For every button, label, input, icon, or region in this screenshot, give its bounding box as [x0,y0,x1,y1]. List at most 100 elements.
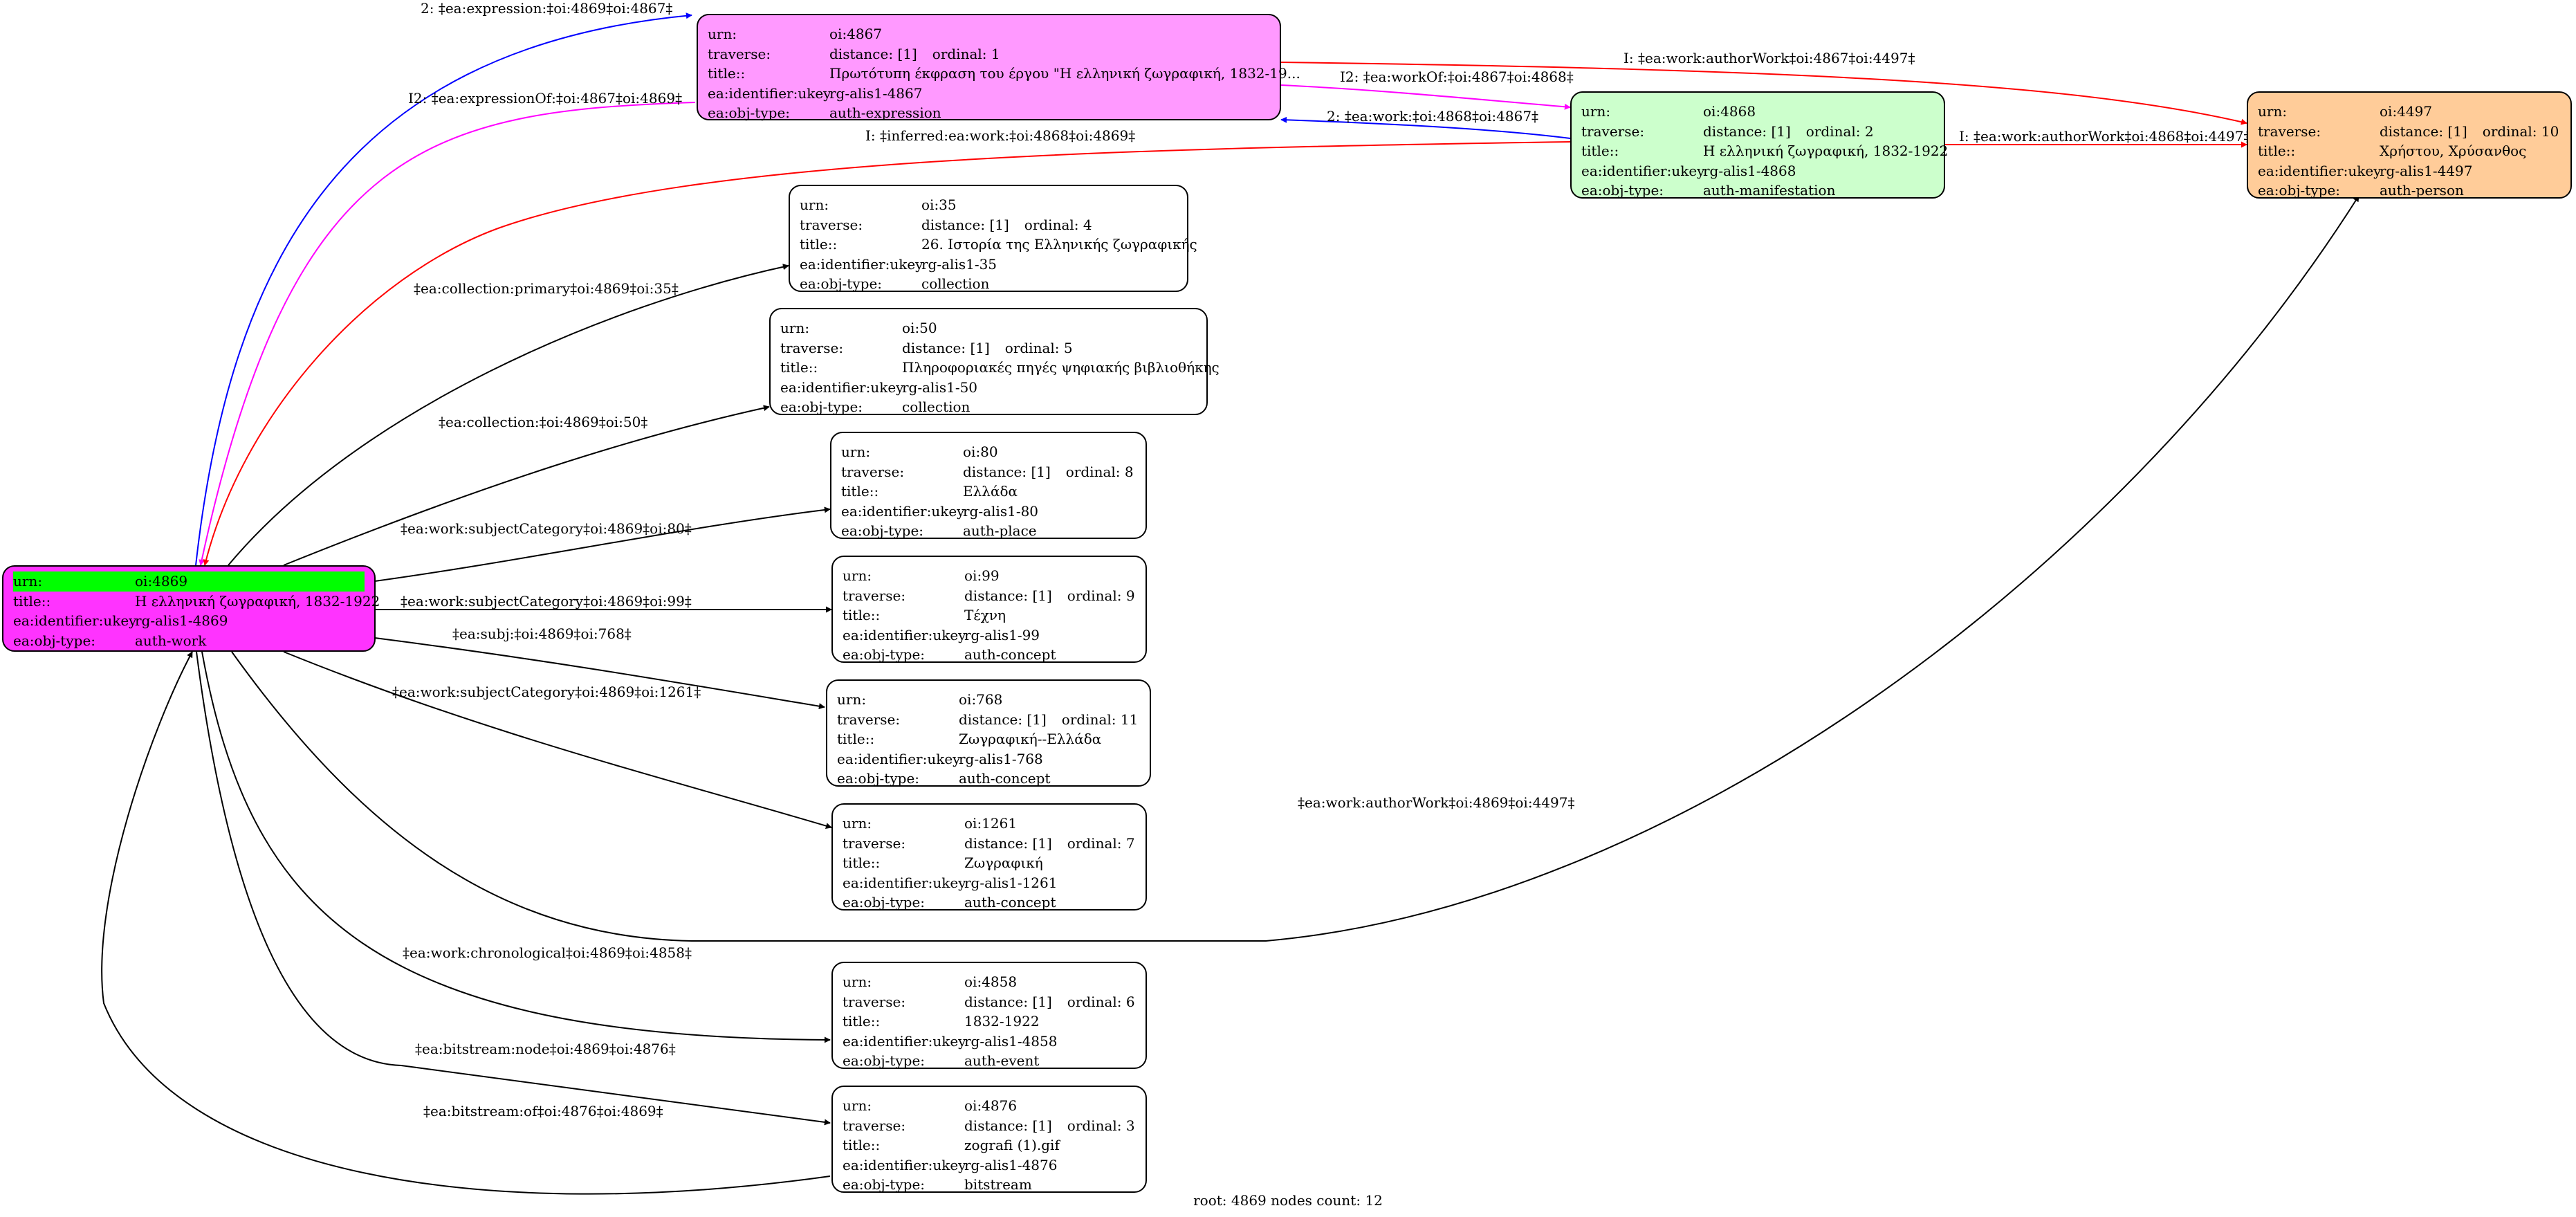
node-title-row: title::26. Ιστορία της Ελληνικής ζωγραφι… [800,236,1197,253]
edge-label: I: ‡ea:work:authorWork‡oi:4867‡oi:4497‡ [1623,50,1915,66]
node-title-row: title::Πληροφοριακές πηγές ψηφιακής βιβλ… [780,359,1220,376]
edge-subjectcategory-4869-99: ‡ea:work:subjectCategory‡oi:4869‡oi:99‡ [375,593,832,613]
node-title-row: title::Χρήστου, Χρύσανθος [2258,143,2527,160]
node-oi-4869[interactable]: urn:oi:4869 title::Η ελληνική ζωγραφική,… [2,565,380,652]
node-type-row: ea:obj-type:auth-place [841,522,1037,540]
edge-bitstream-node-4869-4876: ‡ea:bitstream:node‡oi:4869‡oi:4876‡ [196,651,831,1126]
node-oi-50[interactable]: urn:oi:50 traverse:distance: [1]ordinal:… [769,308,1220,416]
node-urn-row: urn:oi:4868 [1581,103,1756,120]
node-type-row: ea:obj-type:collection [780,399,970,416]
node-oi-4876[interactable]: urn:oi:4876 traverse:distance: [1]ordina… [831,1086,1147,1193]
graph-footer: root: 4869 nodes count: 12 [1193,1192,1383,1209]
node-title-row: title::Ζωγραφική [843,854,1043,872]
edge-authorwork-4868-4497: I: ‡ea:work:authorWork‡oi:4868‡oi:4497‡ [1945,128,2250,148]
edge-label: ‡ea:collection:primary‡oi:4869‡oi:35‡ [414,280,679,297]
edge-label: ‡ea:work:subjectCategory‡oi:4869‡oi:99‡ [401,593,692,610]
node-traverse-row: traverse:distance: [1]ordinal: 4 [800,216,1092,233]
node-urn-row: urn:oi:4867 [708,26,883,42]
node-urn-row: urn:oi:99 [843,567,1000,584]
node-urn-row: urn:oi:50 [780,320,937,336]
node-traverse-row: traverse:distance: [1]ordinal: 6 [843,993,1135,1010]
node-urn-row: urn:oi:4497 [2258,103,2433,120]
edge-subj-4869-768: ‡ea:subj:‡oi:4869‡oi:768‡ [374,625,825,710]
edge-authorwork-4869-4497: ‡ea:work:authorWork‡oi:4869‡oi:4497‡ [231,195,2359,942]
node-traverse-row: traverse:distance: [1]ordinal: 9 [843,587,1135,604]
node-traverse-row: traverse:distance: [1]ordinal: 5 [780,339,1073,356]
node-urn-row: urn:oi:4858 [843,973,1018,990]
node-title-row: title::Η ελληνική ζωγραφική, 1832-1922 [13,592,380,610]
node-type-row: ea:obj-type:auth-manifestation [1581,182,1836,199]
edge-label: ‡ea:bitstream:node‡oi:4869‡oi:4876‡ [415,1041,676,1057]
edge-collection-primary-4869-35: ‡ea:collection:primary‡oi:4869‡oi:35‡ [228,264,789,566]
edge-label: 2: ‡ea:expression:‡oi:4869‡oi:4867‡ [421,0,672,17]
node-traverse-row: traverse:distance: [1]ordinal: 3 [843,1117,1135,1134]
node-type-row: ea:obj-type:auth-work [13,632,207,649]
node-traverse-row: traverse:distance: [1]ordinal: 2 [1581,122,1874,140]
node-type-row: ea:obj-type:auth-concept [837,770,1051,787]
node-oi-4497[interactable]: urn:oi:4497 traverse:distance: [1]ordina… [2247,91,2572,199]
node-traverse-row: traverse:distance: [1]ordinal: 8 [841,463,1134,480]
node-title-row: title::zografi (1).gif [843,1137,1060,1154]
node-oi-4858[interactable]: urn:oi:4858 traverse:distance: [1]ordina… [831,962,1147,1069]
edge-inferred-4868-4869: I: ‡inferred:ea:work:‡oi:4868‡oi:4869‡ [203,127,1571,566]
edge-label: ‡ea:work:authorWork‡oi:4869‡oi:4497‡ [1298,794,1574,811]
edge-label: ‡ea:work:subjectCategory‡oi:4869‡oi:80‡ [401,520,692,537]
node-traverse-row: traverse:distance: [1]ordinal: 1 [708,45,1000,62]
node-urn-row: urn:oi:4869 [13,571,365,592]
node-oi-80[interactable]: urn:oi:80 traverse:distance: [1]ordinal:… [830,432,1147,539]
node-type-row: ea:obj-type:auth-person [2258,182,2464,199]
node-urn-row: urn:oi:4876 [843,1097,1018,1114]
edge-label: ‡ea:work:subjectCategory‡oi:4869‡oi:1261… [392,684,701,700]
edge-label: I2: ‡ea:expressionOf:‡oi:4867‡oi:4869‡ [408,90,682,107]
edge-label: I2: ‡ea:workOf:‡oi:4867‡oi:4868‡ [1340,68,1574,85]
node-type-row: ea:obj-type:auth-concept [843,894,1056,911]
edge-collection-4869-50: ‡ea:collection:‡oi:4869‡oi:50‡ [283,405,770,566]
node-oi-4867[interactable]: urn:oi:4867 traverse:distance: [1]ordina… [697,14,1300,122]
node-oi-1261[interactable]: urn:oi:1261 traverse:distance: [1]ordina… [831,803,1147,911]
node-traverse-row: traverse:distance: [1]ordinal: 11 [837,711,1139,728]
node-type-row: ea:obj-type:bitstream [843,1176,1032,1193]
node-type-row: ea:obj-type:auth-event [843,1052,1040,1070]
node-urn-row: urn:oi:80 [841,443,998,460]
edge-expressionof-4867-4869: I2: ‡ea:expressionOf:‡oi:4867‡oi:4869‡ [199,90,696,566]
node-oi-768[interactable]: urn:oi:768 traverse:distance: [1]ordinal… [826,679,1151,787]
edge-authorwork-4867-4497: I: ‡ea:work:authorWork‡oi:4867‡oi:4497‡ [1280,50,2247,125]
edge-subjectcategory-4869-1261: ‡ea:work:subjectCategory‡oi:4869‡oi:1261… [283,651,832,830]
edge-work-4868-4867: 2: ‡ea:work:‡oi:4868‡oi:4867‡ [1280,108,1571,139]
edge-workof-4867-4868: I2: ‡ea:workOf:‡oi:4867‡oi:4868‡ [1280,68,1574,110]
node-title-row: title::1832-1922 [843,1013,1040,1030]
node-oi-35[interactable]: urn:oi:35 traverse:distance: [1]ordinal:… [789,185,1197,293]
edge-label: ‡ea:bitstream:of‡oi:4876‡oi:4869‡ [423,1103,663,1119]
node-oi-99[interactable]: urn:oi:99 traverse:distance: [1]ordinal:… [831,556,1147,663]
edge-label: I: ‡inferred:ea:work:‡oi:4868‡oi:4869‡ [865,127,1135,144]
edge-label: ‡ea:subj:‡oi:4869‡oi:768‡ [452,625,632,642]
node-title-row: title::Η ελληνική ζωγραφική, 1832-1922 [1581,143,1949,160]
node-title-row: title::Ζωγραφική--Ελλάδα [837,731,1102,748]
node-type-row: ea:obj-type:collection [800,275,990,293]
edge-label: 2: ‡ea:work:‡oi:4868‡oi:4867‡ [1327,108,1538,125]
edge-label: ‡ea:collection:‡oi:4869‡oi:50‡ [439,414,647,430]
node-oi-4868[interactable]: urn:oi:4868 traverse:distance: [1]ordina… [1570,91,1949,199]
edge-label: ‡ea:work:chronological‡oi:4869‡oi:4858‡ [403,944,692,961]
node-urn-row: urn:oi:1261 [843,815,1018,832]
edge-expression-4869-4867: 2: ‡ea:expression:‡oi:4869‡oi:4867‡ [195,0,692,566]
node-title-row: title::Ελλάδα [841,483,1018,500]
edge-label: I: ‡ea:work:authorWork‡oi:4868‡oi:4497‡ [1959,128,2250,145]
node-urn-row: urn:oi:768 [837,691,1003,708]
edge-bitstream-of-4876-4869: ‡ea:bitstream:of‡oi:4876‡oi:4869‡ [101,651,831,1195]
node-type-row: ea:obj-type:auth-concept [843,646,1056,664]
node-type-row: ea:obj-type:auth-expression [708,104,941,122]
